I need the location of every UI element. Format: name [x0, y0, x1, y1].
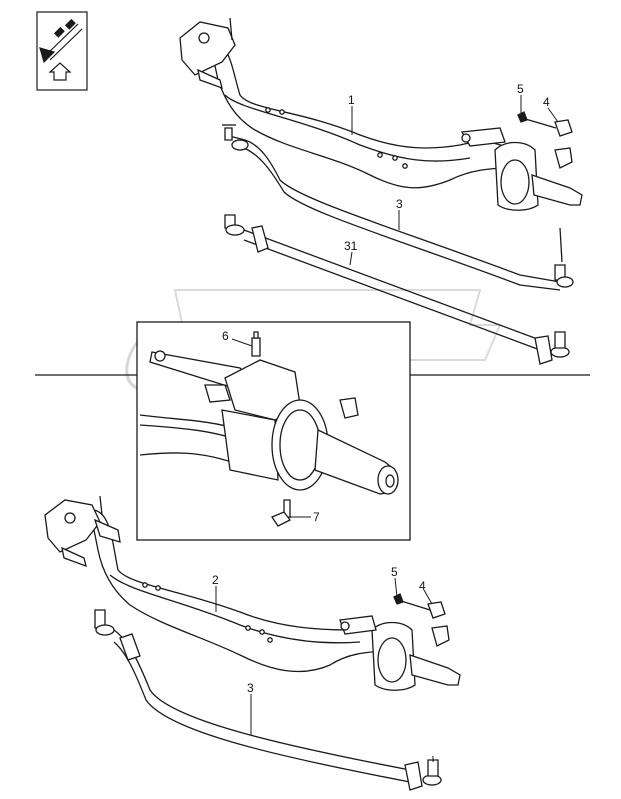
orientation-icon: [36, 11, 88, 91]
front-axle-top: [179, 17, 583, 211]
callout-front-axle-bottom: 2: [212, 573, 219, 587]
up-arrow-icon: [48, 62, 72, 81]
tie-rod-bottom: [94, 609, 442, 791]
callout-nut-top: 4: [543, 95, 550, 109]
bolt-bottom: [393, 593, 431, 611]
callout-front-axle-top: 1: [348, 93, 355, 107]
detail-inset: [136, 321, 411, 541]
callout-tie-rod-top: 3: [396, 197, 403, 211]
callout-labels: 1 3 5 4 31 6 7 2 3 5 4: [212, 82, 550, 695]
callout-tie-rod-bottom: 3: [247, 681, 254, 695]
callout-bolt-bottom: 5: [391, 565, 398, 579]
callout-elbow-fitting: 7: [313, 510, 320, 524]
nut-bottom: [427, 601, 446, 619]
bolt-top: [517, 111, 557, 129]
callout-bolt-top: 5: [517, 82, 524, 96]
callout-nut-bottom: 4: [419, 579, 426, 593]
drag-link: [224, 214, 570, 365]
callout-drag-link: 31: [344, 239, 358, 253]
front-axle-bottom: [44, 495, 461, 691]
leader-lines: [215, 95, 559, 762]
nut-top: [554, 119, 573, 137]
orientation-frame: [36, 11, 88, 91]
orientation-arrow-icon: [39, 18, 83, 64]
callout-grease-nipple: 6: [222, 329, 229, 343]
tie-rod-top: [222, 124, 574, 291]
